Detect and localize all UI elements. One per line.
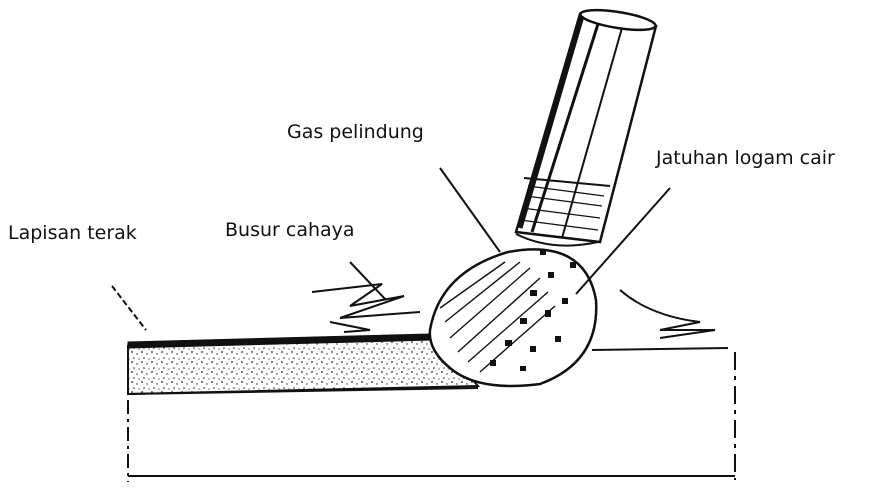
- leader-gas-pelindung: [440, 168, 500, 252]
- electrode: [516, 6, 657, 245]
- label-jatuhan-logam-cair: Jatuhan logam cair: [656, 149, 835, 168]
- molten-pool: [430, 249, 596, 386]
- label-busur-cahaya: Busur cahaya: [225, 221, 355, 240]
- label-lapisan-terak: Lapisan terak: [8, 224, 137, 243]
- leader-lapisan-terak: [112, 286, 146, 330]
- label-gas-pelindung: Gas pelindung: [287, 123, 424, 142]
